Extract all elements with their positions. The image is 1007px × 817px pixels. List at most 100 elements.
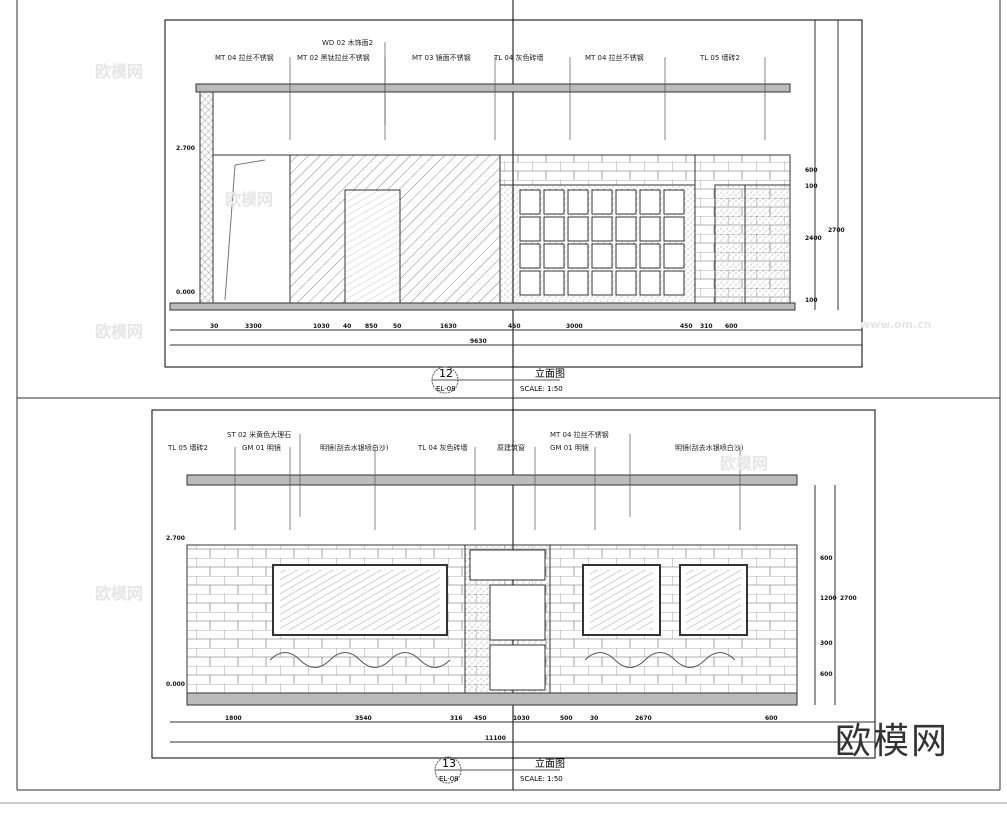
level-marks: 2.700 0.000: [166, 535, 185, 688]
cabinet-cell: [543, 189, 565, 215]
material-callout: TL 04 灰色砖墙: [493, 53, 544, 62]
material-callout: 原建筑窗: [497, 443, 525, 452]
cabinet-cell: [591, 243, 613, 269]
vdim-3: 2400: [805, 235, 822, 242]
level-mark-top: 2.700: [176, 145, 195, 152]
material-callout: ST 02 米黄色大理石: [227, 430, 291, 439]
dimension-label: 1030: [313, 323, 330, 330]
vdim-2: 1200: [820, 595, 837, 602]
cabinet-door: [744, 184, 791, 304]
cabinet-cell: [663, 270, 685, 296]
cabinet-cell: [615, 216, 637, 242]
cabinet-cell: [567, 243, 589, 269]
material-callout: MT 04 拉丝不锈钢: [215, 53, 274, 62]
cabinet-cell: [639, 216, 661, 242]
vdim-3: 300: [820, 640, 833, 647]
dimension-label: 600: [725, 323, 738, 330]
cabinet-cell: [591, 189, 613, 215]
title-block: 13 EL-08 立面图 SCALE: 1:50: [434, 756, 565, 784]
cabinet-cell: [639, 270, 661, 296]
cabinet-cell: [567, 270, 589, 296]
dimension-label: 500: [560, 715, 573, 722]
watermark: 欧模网: [95, 584, 144, 603]
dimension-label: 3000: [566, 323, 583, 330]
level-mark-floor: 0.000: [166, 681, 185, 688]
cabinet-cell: [591, 216, 613, 242]
sheet-ref: EL-08: [439, 775, 459, 783]
scale-label: SCALE: 1:50: [520, 385, 563, 393]
material-callout: 明镜(刮去水银喷白沙): [320, 443, 389, 452]
display-cabinet-grid: [519, 189, 685, 296]
cabinet-cell: [543, 243, 565, 269]
watermark-logo: 欧模网: [834, 721, 949, 762]
dimension-label: 1030: [513, 715, 530, 722]
planter-foliage: [269, 652, 451, 668]
material-callout: GM 01 明镜: [550, 443, 589, 452]
material-callout: TL 05 墙砖2: [167, 443, 208, 452]
cabinet-cell: [519, 270, 541, 296]
material-callout: TL 04 灰色砖墙: [417, 443, 468, 452]
dimension-label: 1630: [440, 323, 457, 330]
dimension-label: 30: [210, 323, 218, 330]
cabinet-cell: [519, 216, 541, 242]
mirror-panel: [212, 154, 291, 304]
watermark: 欧模网: [95, 62, 144, 81]
ceiling-bar: [195, 83, 791, 93]
elevation-number: 13: [442, 757, 456, 770]
dimension-label: 3540: [355, 715, 372, 722]
vdim-2: 100: [805, 183, 818, 190]
watermark: 欧模网: [95, 322, 144, 341]
watermark: 欧模网: [225, 190, 274, 209]
cabinet-cell: [639, 243, 661, 269]
level-mark-top: 2.700: [166, 535, 185, 542]
dimension-label: 450: [474, 715, 487, 722]
drawing-frame: [164, 19, 863, 368]
dimension-label: 30: [590, 715, 598, 722]
vdim-total: 2700: [828, 227, 845, 234]
cabinet-cell: [543, 270, 565, 296]
total-dimension: 11100: [485, 735, 506, 742]
material-callout: GM 01 明镜: [242, 443, 281, 452]
dimension-label: 50: [393, 323, 401, 330]
dimension-label: 600: [765, 715, 778, 722]
dimension-label: 850: [365, 323, 378, 330]
cabinet-cell: [567, 216, 589, 242]
cabinet-cell: [567, 189, 589, 215]
column: [199, 91, 214, 304]
dimension-lines: [170, 329, 862, 346]
cabinet-cell: [615, 270, 637, 296]
dimension-label: 450: [680, 323, 693, 330]
elevation-title: 立面图: [535, 367, 565, 380]
dimension-label: 450: [508, 323, 521, 330]
watermark: 欧模网: [720, 454, 769, 473]
cabinet-cell: [639, 189, 661, 215]
material-callout: MT 03 镜面不锈钢: [412, 53, 471, 62]
material-callout: MT 04 拉丝不锈钢: [550, 430, 609, 439]
cabinet-cell: [519, 189, 541, 215]
cabinet-cell: [591, 270, 613, 296]
vdim-4: 100: [805, 297, 818, 304]
total-dimension: 9630: [470, 338, 487, 345]
vertical-dims: 600 100 2400 2700 100: [805, 20, 845, 310]
vertical-dims: 600 1200 300 600 2700: [814, 485, 857, 705]
floor-bar: [169, 302, 796, 311]
ceiling-bar: [186, 474, 798, 486]
dimension-lines: [170, 721, 875, 743]
dimension-label: 3300: [245, 323, 262, 330]
material-callout: 明镜(刮去水银喷白沙): [675, 443, 744, 452]
vdim-1: 600: [805, 167, 818, 174]
dimension-label: 316: [450, 715, 463, 722]
material-callout: TL 05 墙砖2: [699, 53, 740, 62]
scale-label: SCALE: 1:50: [520, 775, 563, 783]
dimension-label: 2670: [635, 715, 652, 722]
cabinet-cell: [615, 243, 637, 269]
vdim-4: 600: [820, 671, 833, 678]
sheet-ref: EL-08: [436, 385, 456, 393]
material-callout: MT 02 黑钛拉丝不锈钢: [297, 53, 370, 62]
cabinet-cell: [543, 216, 565, 242]
